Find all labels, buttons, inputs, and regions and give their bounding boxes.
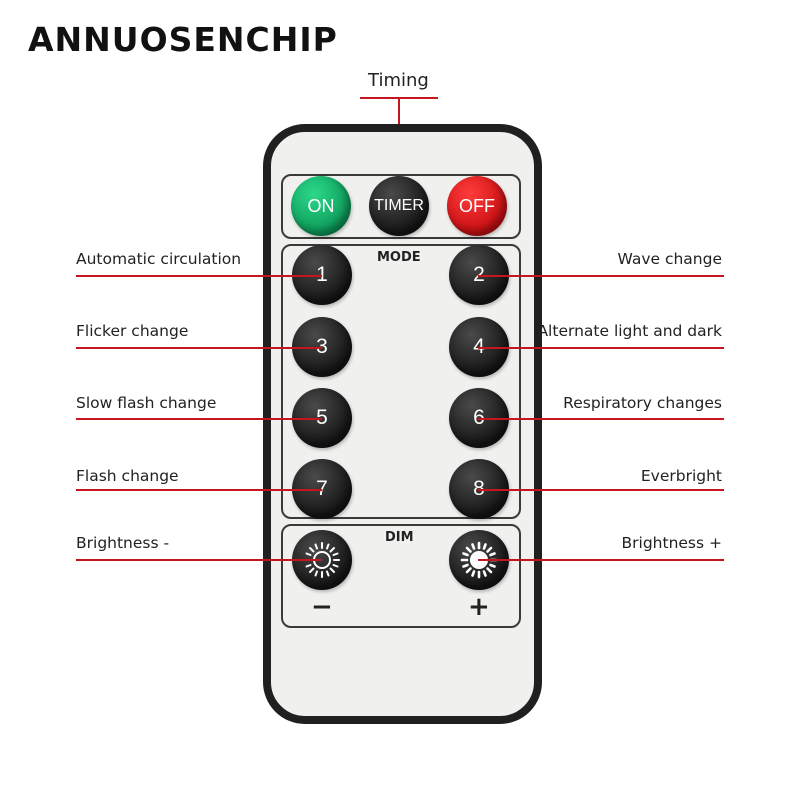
plus-sign: +	[468, 592, 490, 622]
leader-line-brightness-minus	[76, 559, 322, 561]
dim-panel	[281, 524, 521, 628]
mode-title: MODE	[377, 250, 421, 265]
leader-line-4	[478, 347, 724, 349]
label-brightness-plus: Brightness +	[621, 534, 722, 552]
dim-title: DIM	[385, 530, 414, 545]
label-flash-change: Flash change	[76, 467, 179, 485]
label-respiratory-changes: Respiratory changes	[563, 394, 722, 412]
mode-panel	[281, 244, 521, 519]
timing-label: Timing	[368, 70, 429, 91]
leader-line-8	[478, 489, 724, 491]
off-button[interactable]: OFF	[447, 176, 507, 236]
label-slow-flash-change: Slow flash change	[76, 394, 217, 412]
leader-line-brightness-plus	[478, 559, 724, 561]
label-flicker-change: Flicker change	[76, 322, 189, 340]
brand-logo: ANNUOSENCHIP	[28, 20, 338, 59]
leader-line-7	[76, 489, 322, 491]
label-alternate-light-and-dark: Alternate light and dark	[537, 322, 722, 340]
label-everbright: Everbright	[640, 467, 722, 485]
label-brightness-minus: Brightness -	[76, 534, 170, 552]
leader-line-1	[76, 275, 322, 277]
leader-line-3	[76, 347, 322, 349]
leader-line-5	[76, 418, 322, 420]
leader-line-2	[478, 275, 724, 277]
minus-sign: −	[311, 592, 333, 622]
on-button[interactable]: ON	[291, 176, 351, 236]
label-automatic-circulation: Automatic circulation	[76, 250, 242, 268]
timer-button[interactable]: TIMER	[369, 176, 429, 236]
label-wave-change: Wave change	[617, 250, 722, 268]
power-panel	[281, 174, 521, 239]
leader-line-6	[478, 418, 724, 420]
